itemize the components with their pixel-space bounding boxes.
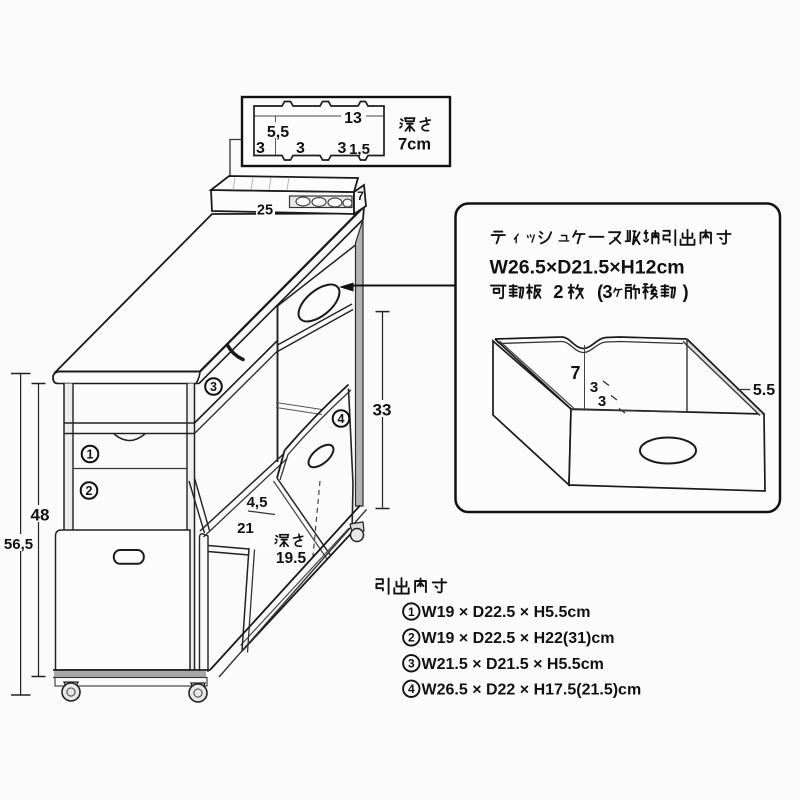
svg-text:2: 2 [86,484,93,498]
svg-text:2: 2 [408,631,415,645]
svg-text:W19 × D22.5 × H5.5cm: W19 × D22.5 × H5.5cm [422,604,591,621]
svg-text:1: 1 [408,605,415,619]
svg-text:19.5: 19.5 [276,550,307,567]
svg-text:13: 13 [344,110,362,127]
svg-text:3: 3 [598,393,606,410]
svg-text:1: 1 [87,448,94,462]
svg-text:1,5: 1,5 [349,141,370,158]
svg-text:3: 3 [210,380,217,394]
svg-text:21: 21 [237,520,254,537]
svg-text:2: 2 [553,281,563,302]
svg-text:5,5: 5,5 [267,124,289,141]
svg-text:W21.5 × D21.5 × H5.5cm: W21.5 × D21.5 × H5.5cm [422,656,604,673]
svg-text:7cm: 7cm [398,136,431,154]
svg-text:3: 3 [602,281,612,302]
svg-text:7: 7 [357,189,364,203]
svg-text:4: 4 [408,682,415,696]
svg-text:3: 3 [296,140,305,157]
svg-text:7: 7 [570,363,580,383]
svg-text:W26.5 × D22 × H17.5(21.5)cm: W26.5 × D22 × H17.5(21.5)cm [422,681,642,698]
svg-text:(: ( [597,281,604,302]
svg-text:33: 33 [373,401,392,420]
svg-text:3: 3 [256,140,265,157]
svg-text:4: 4 [338,412,345,426]
svg-text:3: 3 [338,140,347,157]
svg-text:48: 48 [31,506,50,525]
svg-text:3: 3 [590,379,598,396]
svg-text:3: 3 [408,657,415,671]
svg-text:4,5: 4,5 [247,494,268,511]
svg-text:25: 25 [257,203,273,219]
svg-text:5.5: 5.5 [753,382,775,399]
svg-text:W26.5×D21.5×H12cm: W26.5×D21.5×H12cm [490,257,685,279]
svg-text:W19 × D22.5 × H22(31)cm: W19 × D22.5 × H22(31)cm [422,630,615,647]
svg-text:): ) [682,281,688,302]
svg-text:56,5: 56,5 [4,536,33,553]
